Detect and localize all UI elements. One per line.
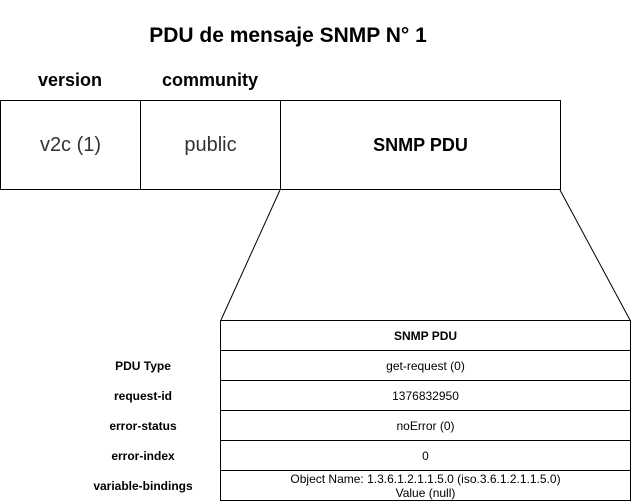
object-name-text: Object Name: 1.3.6.1.2.1.1.5.0 (iso.3.6.… bbox=[290, 471, 561, 486]
pdu-table-heading: SNMP PDU bbox=[221, 320, 630, 350]
pdu-type-label: PDU Type bbox=[115, 359, 171, 373]
error-status-label: error-status bbox=[109, 419, 177, 433]
binding-value-text: Value (null) bbox=[395, 485, 456, 500]
variable-bindings-label: variable-bindings bbox=[93, 479, 193, 493]
left-connector-line bbox=[220, 189, 281, 321]
error-index-label: error-index bbox=[111, 449, 175, 463]
variable-bindings-value: Object Name: 1.3.6.1.2.1.1.5.0 (iso.3.6.… bbox=[221, 470, 630, 501]
diagram-title: PDU de mensaje SNMP N° 1 bbox=[149, 24, 427, 47]
snmp-pdu-cell: SNMP PDU bbox=[373, 134, 468, 155]
error-status-value: noError (0) bbox=[221, 410, 630, 440]
community-header: community bbox=[161, 70, 258, 90]
error-index-value: 0 bbox=[221, 440, 630, 470]
request-id-label: request-id bbox=[113, 389, 172, 403]
version-cell: v2c (1) bbox=[1, 101, 141, 189]
right-connector-line bbox=[559, 189, 631, 321]
community-cell: public bbox=[141, 101, 281, 189]
snmp-message-box: v2c (1) public SNMP PDU bbox=[0, 100, 561, 190]
version-header: version bbox=[37, 70, 103, 90]
pdu-type-value: get-request (0) bbox=[221, 350, 630, 380]
request-id-value: 1376832950 bbox=[221, 380, 630, 410]
snmp-pdu-table: SNMP PDU get-request (0) 1376832950 noEr… bbox=[220, 320, 631, 501]
